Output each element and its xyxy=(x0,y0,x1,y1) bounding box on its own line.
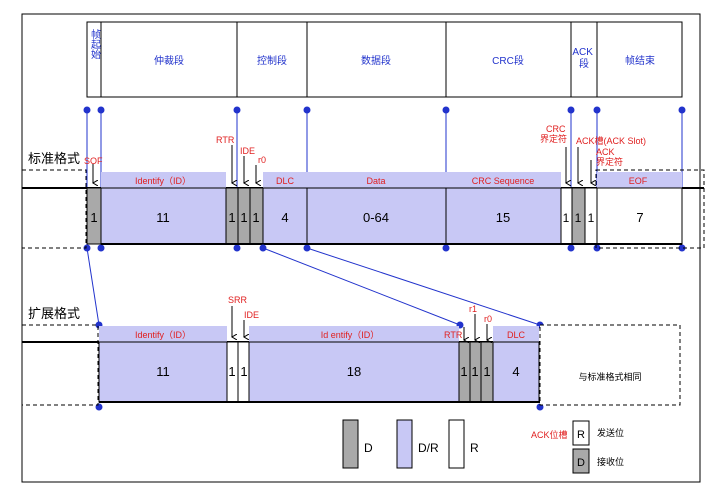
header-arbitration: 仲裁段 xyxy=(154,54,184,67)
std-bits-r0: 1 xyxy=(252,210,259,225)
std-field-dlc: DLC xyxy=(276,176,295,186)
std-field-data: Data xyxy=(366,176,385,186)
std-field-crc-seq: CRC Sequence xyxy=(472,176,535,186)
legend-send-symbol: R xyxy=(577,429,585,441)
legend-send-label: 发送位 xyxy=(597,427,624,438)
std-bits-ack-delim: 1 xyxy=(588,211,595,225)
standard-frame-row: 标准格式 Identify（ID） DLC Data CRC Sequence … xyxy=(21,124,705,249)
ext-bits-ide: 1 xyxy=(240,364,247,379)
legend-d: D xyxy=(364,441,373,455)
std-field-eof: EOF xyxy=(629,176,648,186)
extended-row-label: 扩展格式 xyxy=(28,306,80,321)
std-bits-rtr: 1 xyxy=(228,210,235,225)
ext-same-note: 与标准格式相同 xyxy=(578,371,641,382)
header-data: 数据段 xyxy=(361,54,391,67)
std-ack-delim-label: ACK 界定符 xyxy=(596,147,623,167)
std-bits-ack-slot: 1 xyxy=(575,211,582,225)
std-bits-ide: 1 xyxy=(240,210,247,225)
ext-ide-label: IDE xyxy=(244,310,259,320)
header-ack-line2: 段 xyxy=(579,57,589,70)
legend-dr: D/R xyxy=(418,441,439,455)
std-bits-crc-delim: 1 xyxy=(563,211,570,225)
ext-rtr-label: RTR xyxy=(444,330,463,340)
ext-bits-id: 11 xyxy=(156,364,170,379)
header-ack: ACK 段 xyxy=(572,47,595,70)
ext-bits-dlc: 4 xyxy=(512,364,519,379)
std-bits-crc: 15 xyxy=(496,210,510,225)
ext-bits-rtr: 1 xyxy=(460,364,467,379)
header-ack-line1: ACK xyxy=(572,47,593,58)
header-control: 控制段 xyxy=(257,54,287,67)
legend-ack-title: ACK位槽 xyxy=(531,429,568,440)
ext-bits-r0: 1 xyxy=(483,364,490,379)
header-eof: 帧结束 xyxy=(625,54,655,67)
extended-frame-row: 扩展格式 Identify（ID） Id entify（ID） DLC 11 1… xyxy=(21,295,681,406)
ext-r1-label: r1 xyxy=(469,304,477,314)
std-bits-sof: 1 xyxy=(90,210,97,225)
std-crc-delim-label: CRC 界定符 xyxy=(540,124,568,144)
header-sof: 帧起始 xyxy=(89,28,101,60)
header-crc: CRC段 xyxy=(492,54,524,67)
legend-recv-label: 接收位 xyxy=(597,456,624,467)
ext-r0-label: r0 xyxy=(484,314,492,324)
legend-r: R xyxy=(470,441,479,455)
legend-recv-symbol: D xyxy=(577,457,585,469)
std-bits-eof: 7 xyxy=(636,210,643,225)
ext-bits-id-ext: 18 xyxy=(347,364,361,379)
std-r0-label: r0 xyxy=(258,155,266,165)
std-ack-slot-label: ACK槽(ACK Slot) xyxy=(576,135,646,146)
ext-field-dlc: DLC xyxy=(507,330,526,340)
ext-field-id-ext: Id entify（ID） xyxy=(321,330,380,340)
std-bits-data: 0-64 xyxy=(363,210,389,225)
ext-srr-label: SRR xyxy=(228,295,248,305)
std-field-identify: Identify（ID） xyxy=(135,176,191,186)
std-bits-id: 11 xyxy=(156,210,170,225)
std-sof-label: SOF xyxy=(84,156,103,166)
legend: D D/R R ACK位槽 R 发送位 D 接收位 xyxy=(342,419,624,474)
ext-bits-srr: 1 xyxy=(228,364,235,379)
standard-row-label: 标准格式 xyxy=(28,151,80,166)
std-bits-dlc: 4 xyxy=(281,210,288,225)
std-rtr-label: RTR xyxy=(216,135,235,145)
std-ide-label: IDE xyxy=(240,146,255,156)
ext-bits-r1: 1 xyxy=(471,364,478,379)
ext-field-identify: Identify（ID） xyxy=(135,330,191,340)
field-header-row: 帧起始 仲裁段 控制段 数据段 CRC段 ACK 段 帧结束 xyxy=(86,21,683,98)
